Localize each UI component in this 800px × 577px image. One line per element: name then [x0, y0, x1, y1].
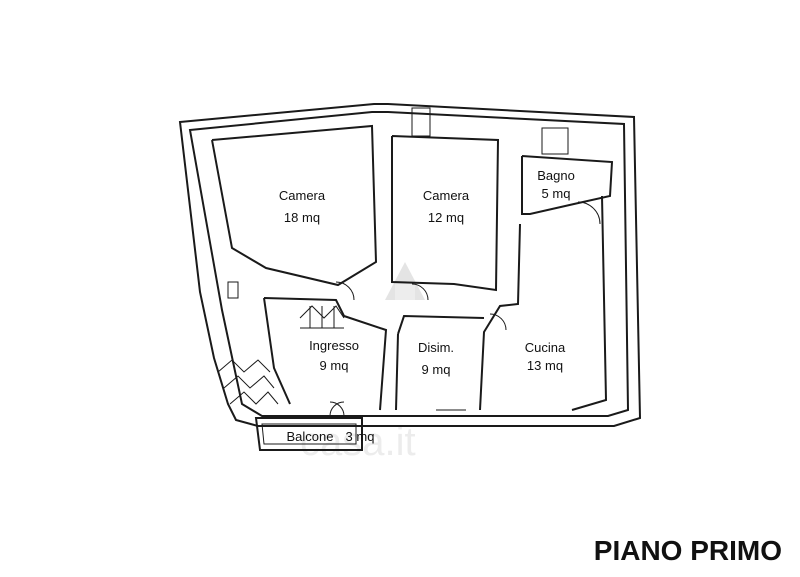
chimney-camera-right	[411, 107, 431, 137]
watermark-text: casa.it	[300, 420, 416, 464]
room-ingresso-area: 9 mq	[320, 358, 349, 373]
wall-camera-right	[391, 135, 500, 292]
watermark-house-door	[395, 282, 415, 300]
stairs-ingresso	[299, 305, 345, 329]
balcone-area	[254, 417, 363, 451]
door-camera-left	[335, 281, 355, 301]
room-bagno-name: Bagno	[537, 168, 575, 183]
inner-wall-outline	[188, 111, 630, 417]
door-bagno	[577, 201, 601, 225]
door-balcone	[329, 401, 345, 417]
room-camera-left-area: 18 mq	[284, 210, 320, 225]
door-cucina	[489, 313, 507, 331]
room-bagno-area: 5 mq	[542, 186, 571, 201]
wall-ingresso-left	[263, 297, 291, 405]
watermark: casa.it	[300, 262, 425, 464]
fixtures	[217, 107, 601, 417]
wall-bagno	[521, 155, 614, 215]
wall-ingresso	[263, 297, 388, 411]
balcone-outline	[254, 417, 363, 451]
room-labels: Camera 18 mq Camera 12 mq Bagno 5 mq Ing…	[279, 168, 575, 444]
wall-camera-left	[211, 124, 378, 287]
floor-title: PIANO PRIMO	[594, 535, 782, 566]
room-disim-area: 9 mq	[422, 362, 451, 377]
room-camera-right-name: Camera	[423, 188, 470, 203]
wall-disim-top	[397, 314, 485, 335]
wall-cucina-left	[479, 223, 521, 411]
outer-walls	[178, 103, 642, 427]
room-cucina-name: Cucina	[525, 340, 566, 355]
room-cucina-area: 13 mq	[527, 358, 563, 373]
wall-disim-left	[395, 333, 399, 411]
room-disim-name: Disim.	[418, 340, 454, 355]
window-bagno	[541, 127, 569, 155]
room-ingresso-name: Ingresso	[309, 338, 359, 353]
window-left	[227, 281, 239, 299]
outer-wall-outline	[178, 103, 642, 427]
room-camera-left-name: Camera	[279, 188, 326, 203]
room-balcone-area: 3 mq	[346, 429, 375, 444]
door-camera-right	[411, 283, 429, 301]
room-camera-right-area: 12 mq	[428, 210, 464, 225]
wall-cucina-right	[571, 195, 608, 411]
interior-walls	[211, 124, 614, 411]
balcone-inner	[261, 423, 357, 445]
room-balcone-name: Balcone	[287, 429, 334, 444]
stairs-outside	[217, 359, 279, 405]
